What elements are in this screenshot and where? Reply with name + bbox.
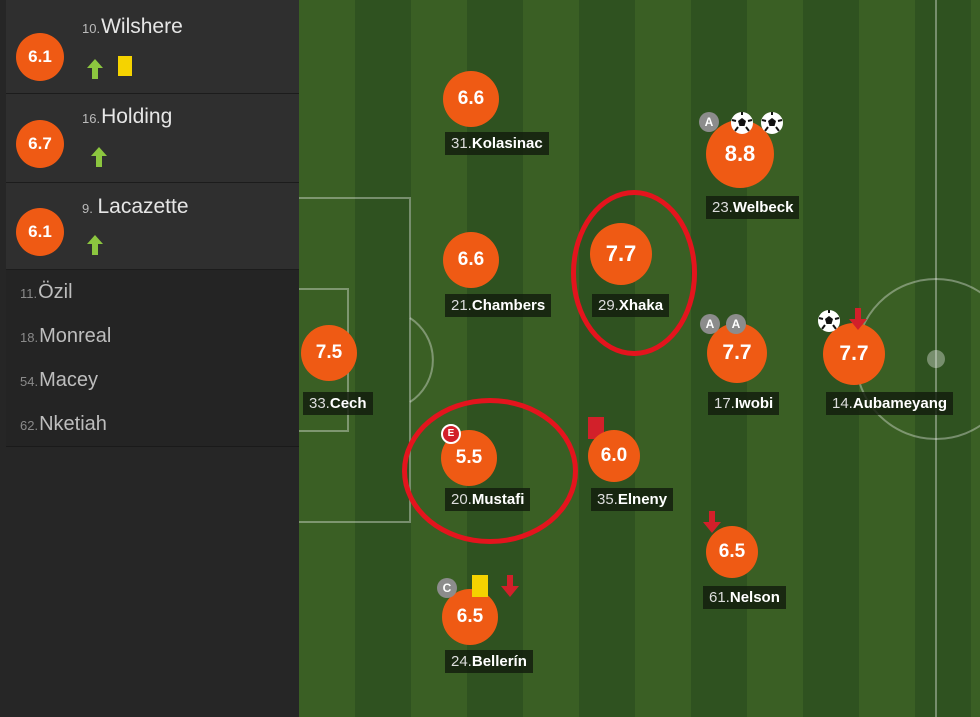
- player-name: Cech: [329, 395, 367, 412]
- sub-row-wilshere[interactable]: 6.1 10.Wilshere: [6, 0, 299, 94]
- yellow-card-icon: [118, 56, 132, 76]
- football-icon: [818, 310, 840, 332]
- player-name: Lacazette: [97, 195, 189, 218]
- player-number: 62.: [20, 418, 39, 433]
- player-rating: 6.6: [443, 71, 499, 127]
- arrow-up-icon: [91, 147, 107, 167]
- player-number: 16.: [82, 111, 101, 126]
- player-name: Bellerín: [471, 653, 527, 670]
- player-number: 61.: [709, 589, 730, 606]
- player-name: Kolasinac: [471, 135, 543, 152]
- player-number: 9.: [82, 201, 97, 216]
- player-number: 17.: [714, 395, 735, 412]
- player-number: 24.: [451, 653, 472, 670]
- sub-row-holding[interactable]: 6.7 16.Holding: [6, 94, 299, 183]
- player-name-label: 62.Nketiah: [20, 413, 107, 436]
- assist-badge: A: [726, 314, 746, 334]
- player-rating: 6.0: [588, 430, 640, 482]
- player-name: Nketiah: [39, 413, 107, 435]
- bench-row-monreal[interactable]: 18.Monreal: [6, 314, 299, 359]
- player-number: 54.: [20, 374, 39, 389]
- player-name-label: 10.Wilshere: [82, 15, 183, 39]
- arrow-down-icon: [703, 511, 721, 533]
- player-number: 23.: [712, 199, 733, 216]
- player-number: 33.: [309, 395, 330, 412]
- bench-row-macey[interactable]: 54.Macey: [6, 358, 299, 403]
- player-name-label: 16.Holding: [82, 105, 172, 129]
- player-number: 31.: [451, 135, 472, 152]
- player-rating: 7.7: [823, 323, 885, 385]
- assist-badge: A: [699, 112, 719, 132]
- player-name: Monreal: [39, 325, 112, 347]
- player-rating: 6.6: [443, 232, 499, 288]
- player-name: Iwobi: [734, 395, 774, 412]
- player-name: Chambers: [471, 297, 546, 314]
- player-number: 18.: [20, 330, 39, 345]
- sidebar: 6.1 10.Wilshere 6.7 16.Holding 6.1 9. La…: [0, 0, 299, 717]
- player-name: Holding: [101, 105, 173, 128]
- player-label: 35.Elneny: [591, 488, 674, 511]
- player-label: 23.Welbeck: [706, 196, 800, 219]
- player-label: 33.Cech: [303, 392, 373, 415]
- player-name-label: 18.Monreal: [20, 325, 111, 348]
- highlight-circle: [571, 190, 697, 356]
- player-rating: 7.5: [301, 325, 357, 381]
- sub-row-lacazette[interactable]: 6.1 9. Lacazette: [6, 183, 299, 270]
- player-name: Nelson: [729, 589, 780, 606]
- player-number: 10.: [82, 21, 101, 36]
- player-number: 35.: [597, 491, 618, 508]
- player-label: 21.Chambers: [445, 294, 552, 317]
- arrow-down-icon: [849, 308, 867, 330]
- player-rating: 6.1: [16, 208, 64, 256]
- player-label: 17.Iwobi: [708, 392, 780, 415]
- player-name-label: 54.Macey: [20, 369, 98, 392]
- arrow-up-icon: [87, 59, 103, 79]
- player-rating: 6.7: [16, 120, 64, 168]
- player-rating: 6.5: [442, 589, 498, 645]
- player-name-label: 11.Özil: [20, 281, 73, 304]
- player-name: Wilshere: [101, 15, 183, 38]
- arrow-up-icon: [87, 235, 103, 255]
- player-name-label: 9. Lacazette: [82, 195, 189, 219]
- player-name: Welbeck: [732, 199, 794, 216]
- player-rating: 6.5: [706, 526, 758, 578]
- player-name: Elneny: [617, 491, 668, 508]
- player-rating: 6.1: [16, 33, 64, 81]
- player-label: 14.Aubameyang: [826, 392, 954, 415]
- pitch: 7.5 33.Cech 6.6 31.Kolasinac 6.6 21.Cham…: [299, 0, 980, 717]
- captain-badge: C: [437, 578, 457, 598]
- football-icon: [731, 112, 753, 134]
- player-name: Özil: [38, 281, 73, 303]
- player-number: 21.: [451, 297, 472, 314]
- player-name: Macey: [39, 369, 98, 391]
- bench-row-nketiah[interactable]: 62.Nketiah: [6, 402, 299, 447]
- bench-row-ozil[interactable]: 11.Özil: [6, 270, 299, 315]
- football-icon: [761, 112, 783, 134]
- player-number: 14.: [832, 395, 853, 412]
- arrow-down-icon: [501, 575, 519, 597]
- player-number: 11.: [20, 286, 38, 301]
- player-label: 31.Kolasinac: [445, 132, 549, 155]
- player-name: Aubameyang: [852, 395, 948, 412]
- highlight-circle: [402, 398, 578, 544]
- yellow-card-icon: [472, 575, 488, 597]
- player-label: 24.Bellerín: [445, 650, 533, 673]
- assist-badge: A: [700, 314, 720, 334]
- player-label: 61.Nelson: [703, 586, 786, 609]
